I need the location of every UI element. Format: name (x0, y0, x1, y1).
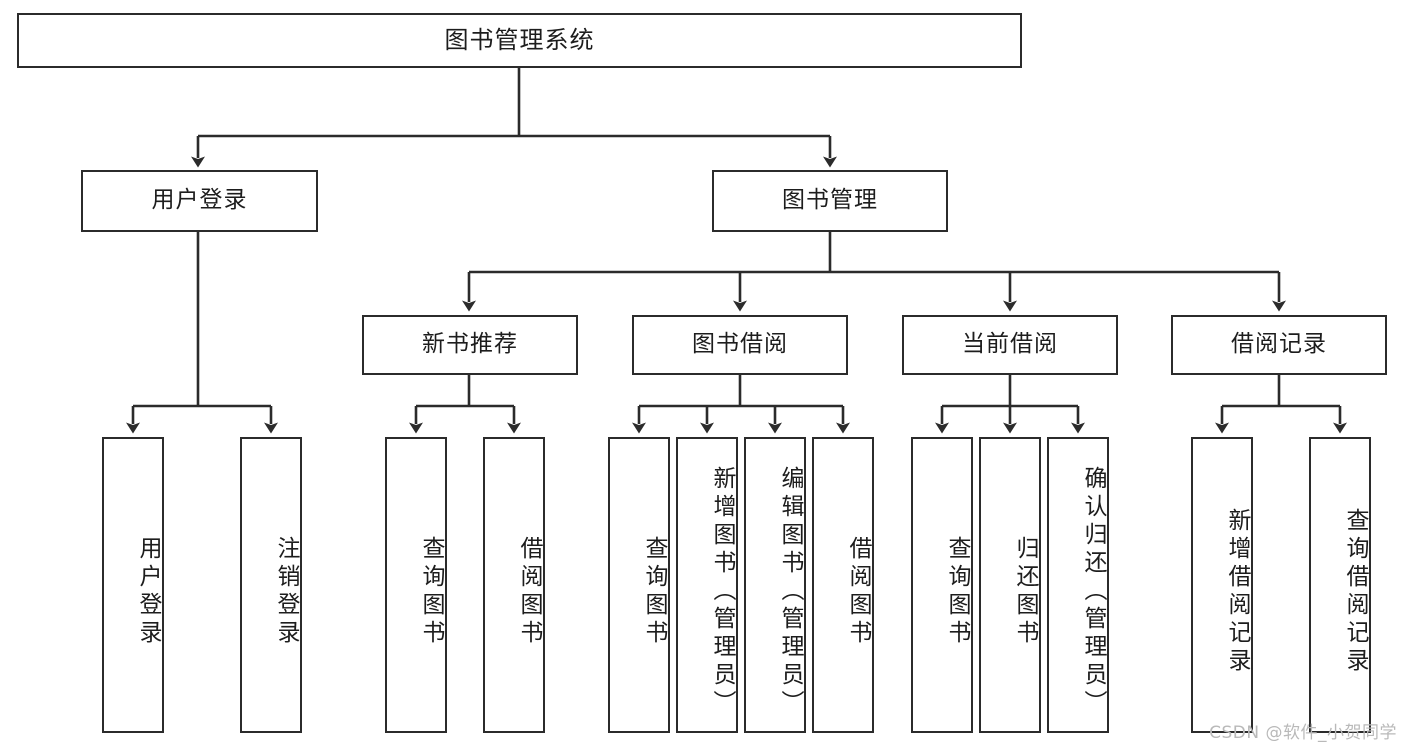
node-label: 查询图书 (641, 536, 667, 648)
leaf-current-confirm-return[interactable]: 确认归还（管理员） (1047, 437, 1109, 733)
leaf-borrow-add-book[interactable]: 新增图书（管理员） (676, 437, 738, 733)
node-label: 归还图书 (1012, 536, 1038, 648)
node-label: 确认归还（管理员） (1080, 466, 1106, 718)
leaf-borrow-edit-book[interactable]: 编辑图书（管理员） (744, 437, 806, 733)
node-label: 借阅记录 (1231, 331, 1327, 358)
node-label: 编辑图书（管理员） (777, 466, 803, 718)
node-label: 查询图书 (418, 536, 444, 648)
node-new-book-recommend[interactable]: 新书推荐 (362, 315, 578, 375)
node-book-management[interactable]: 图书管理 (712, 170, 948, 232)
node-user-login[interactable]: 用户登录 (81, 170, 318, 232)
node-label: 查询图书 (944, 536, 970, 648)
leaf-borrow-borrow-book[interactable]: 借阅图书 (812, 437, 874, 733)
node-borrow-record[interactable]: 借阅记录 (1171, 315, 1387, 375)
leaf-user-logout[interactable]: 注销登录 (240, 437, 302, 733)
leaf-recommend-borrow-book[interactable]: 借阅图书 (483, 437, 545, 733)
leaf-current-return-book[interactable]: 归还图书 (979, 437, 1041, 733)
node-label: 新增图书（管理员） (709, 466, 735, 718)
node-root-system[interactable]: 图书管理系统 (17, 13, 1022, 68)
node-label: 新书推荐 (422, 331, 518, 358)
leaf-record-query-record[interactable]: 查询借阅记录 (1309, 437, 1371, 733)
leaf-record-add-record[interactable]: 新增借阅记录 (1191, 437, 1253, 733)
node-label: 注销登录 (273, 536, 299, 648)
leaf-recommend-query-book[interactable]: 查询图书 (385, 437, 447, 733)
leaf-user-login[interactable]: 用户登录 (102, 437, 164, 733)
leaf-current-query-book[interactable]: 查询图书 (911, 437, 973, 733)
csdn-watermark: CSDN @软件_小贺同学 (1209, 723, 1397, 743)
node-label: 查询借阅记录 (1342, 508, 1368, 676)
node-current-borrow[interactable]: 当前借阅 (902, 315, 1118, 375)
node-label: 借阅图书 (516, 536, 542, 648)
node-label: 当前借阅 (962, 331, 1058, 358)
node-label: 借阅图书 (845, 536, 871, 648)
node-label: 图书借阅 (692, 331, 788, 358)
node-label: 用户登录 (135, 536, 161, 648)
node-label: 图书管理 (782, 187, 878, 214)
node-label: 图书管理系统 (444, 26, 595, 55)
node-book-borrow[interactable]: 图书借阅 (632, 315, 848, 375)
node-label: 新增借阅记录 (1224, 508, 1250, 676)
node-label: 用户登录 (151, 187, 248, 214)
leaf-borrow-query-book[interactable]: 查询图书 (608, 437, 670, 733)
